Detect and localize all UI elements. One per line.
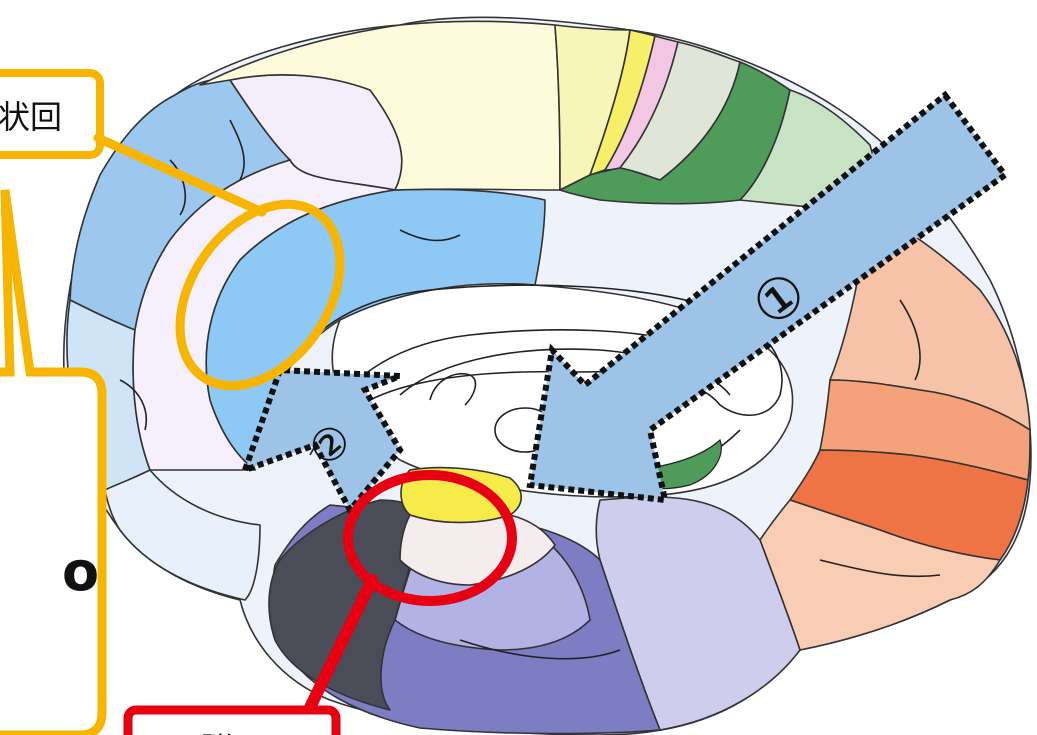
callout-label-text: 状回 — [0, 98, 62, 136]
callout-large-box-text: o — [62, 540, 99, 603]
red-label-text: 脳弓 — [200, 730, 264, 735]
